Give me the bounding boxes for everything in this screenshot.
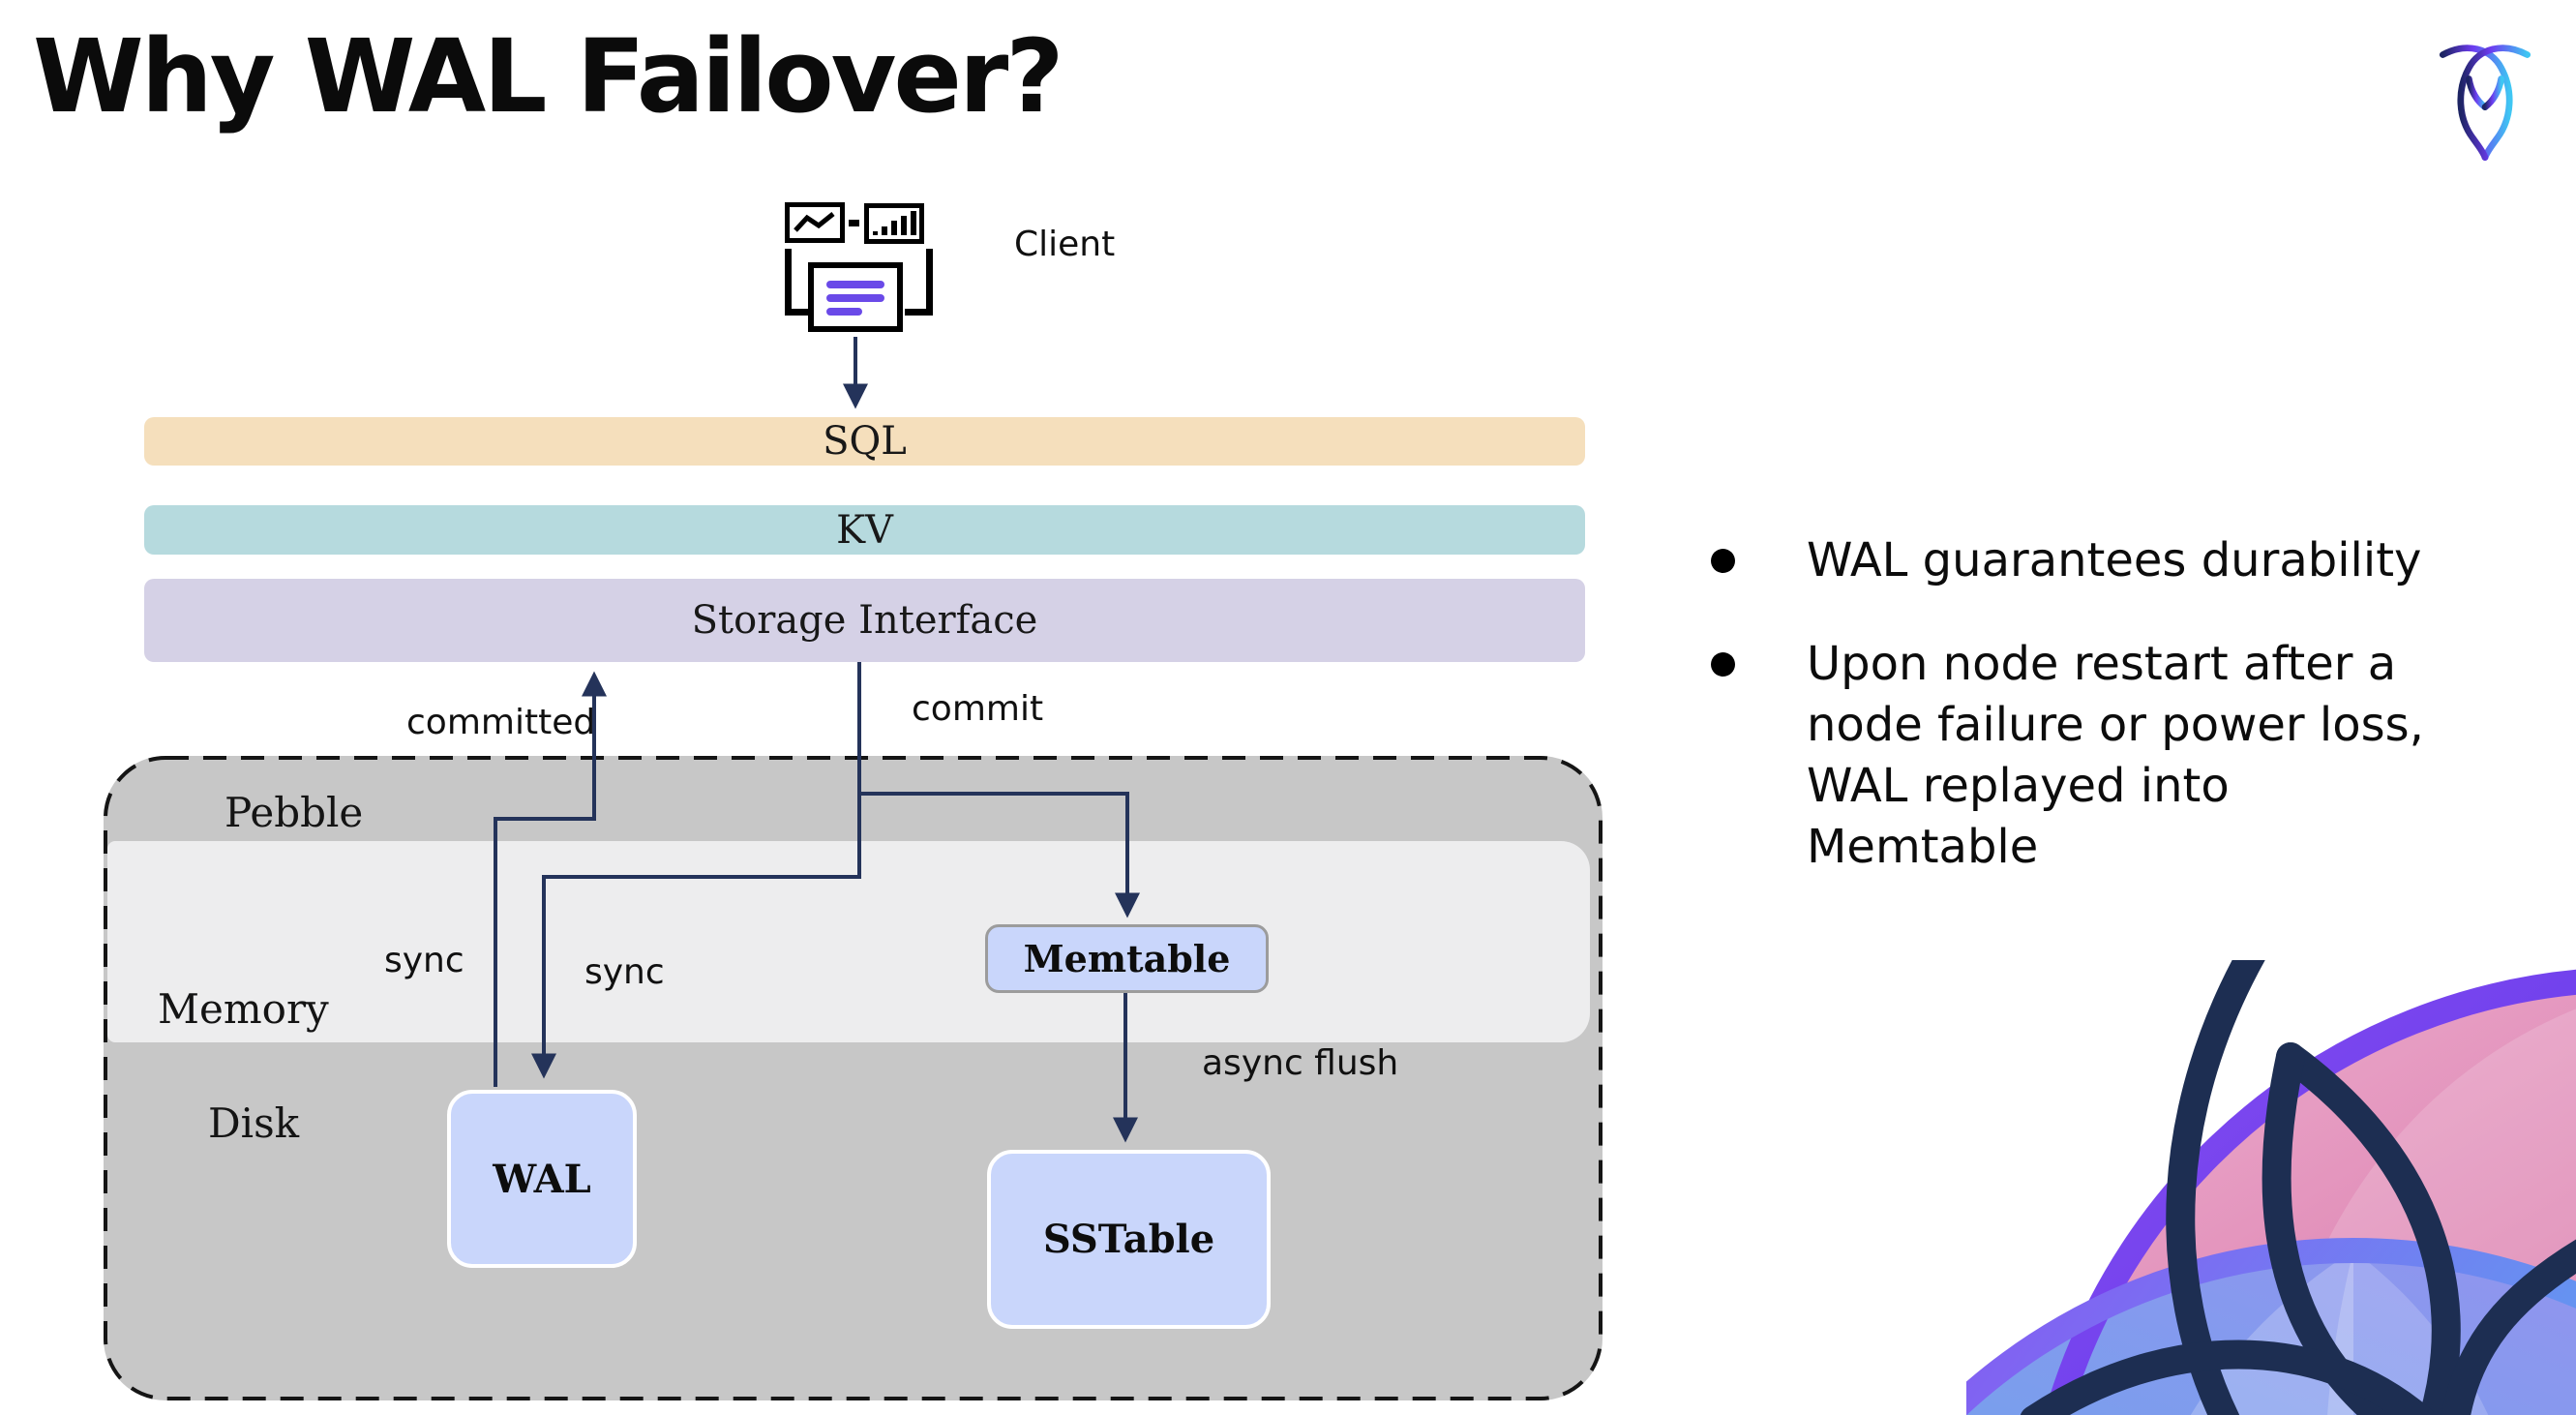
layer-bar-storage-label: Storage Interface xyxy=(691,598,1038,643)
line-chart-icon xyxy=(785,202,845,243)
memtable-label: Memtable xyxy=(1023,937,1231,980)
memtable-node: Memtable xyxy=(985,924,1269,993)
async-flush-label: async flush xyxy=(1202,1043,1399,1083)
sstable-label: SSTable xyxy=(1042,1217,1215,1262)
document-line xyxy=(826,281,884,288)
commit-label: commit xyxy=(912,689,1044,729)
bullet-list: WAL guarantees durability Upon node rest… xyxy=(1711,530,2475,920)
page-title: Why WAL Failover? xyxy=(33,17,1064,135)
dash-connector xyxy=(849,220,859,226)
wal-node: WAL xyxy=(447,1090,637,1268)
bullet-text: Upon node restart after a node failure o… xyxy=(1807,637,2424,874)
document-line xyxy=(826,294,884,302)
layer-bar-kv: KV xyxy=(144,505,1585,555)
document-line xyxy=(826,308,862,316)
sstable-node: SSTable xyxy=(987,1150,1271,1329)
disk-label: Disk xyxy=(208,1099,300,1147)
client-label: Client xyxy=(1014,225,1116,264)
layer-bar-sql-label: SQL xyxy=(823,419,907,464)
client-workstation-icon xyxy=(780,198,935,339)
memory-zone xyxy=(107,841,1590,1042)
bullet-dot-icon xyxy=(1711,549,1735,573)
wal-label: WAL xyxy=(493,1156,591,1202)
bracket-right-icon xyxy=(905,249,933,316)
memory-label: Memory xyxy=(158,985,329,1033)
layer-bar-sql: SQL xyxy=(144,417,1585,466)
sync-right-label: sync xyxy=(584,952,665,992)
document-icon xyxy=(808,262,903,332)
bullet-dot-icon xyxy=(1711,652,1735,677)
cockroachdb-logo-icon xyxy=(2439,45,2531,162)
layer-bar-storage-interface: Storage Interface xyxy=(144,579,1585,662)
bracket-left-icon xyxy=(785,249,813,316)
bar-chart-icon xyxy=(864,203,924,244)
pebble-label: Pebble xyxy=(225,789,364,836)
layer-bar-kv-label: KV xyxy=(836,507,893,553)
list-item: Upon node restart after a node failure o… xyxy=(1711,634,2475,878)
sync-left-label: sync xyxy=(384,941,464,980)
bullet-text: WAL guarantees durability xyxy=(1807,533,2422,587)
list-item: WAL guarantees durability xyxy=(1711,530,2475,591)
committed-label: committed xyxy=(406,703,596,742)
brand-artwork xyxy=(1966,960,2576,1415)
